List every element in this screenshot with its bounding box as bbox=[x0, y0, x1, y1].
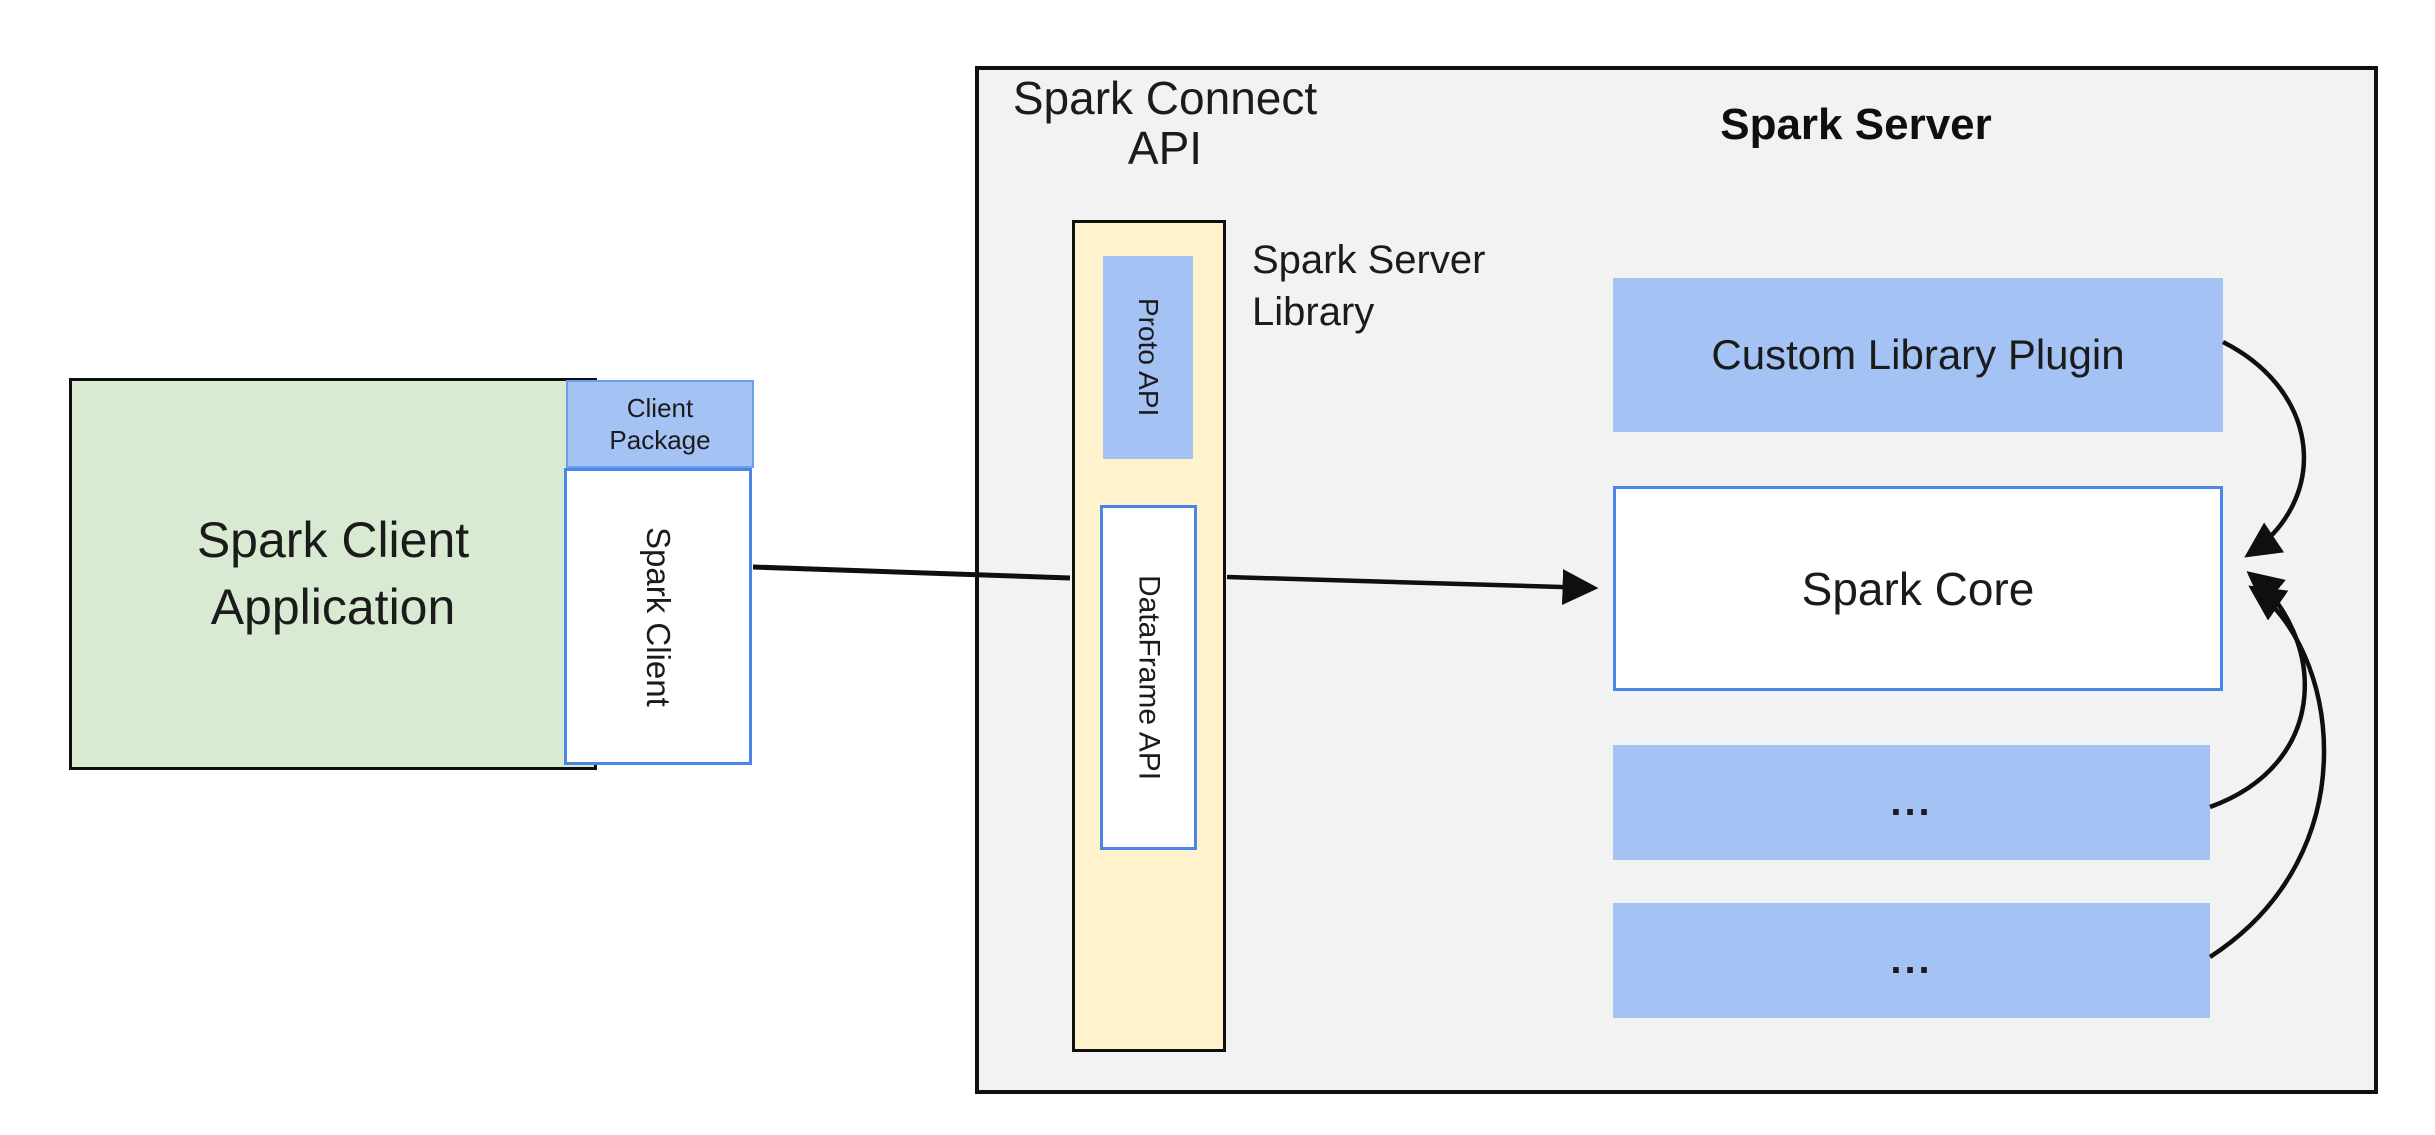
client-app-line2: Application bbox=[210, 579, 456, 635]
spark-client-box: Spark Client bbox=[564, 468, 752, 765]
plugin-slot-1-label: ... bbox=[1890, 780, 1933, 824]
spark-core-label: Spark Core bbox=[1801, 562, 2035, 615]
spark-client-application-label: Spark Client Application bbox=[197, 507, 469, 642]
spark-connect-api-line1: Spark Connect bbox=[1012, 72, 1318, 124]
proto-api-label: Proto API bbox=[1133, 298, 1164, 417]
proto-api-box: Proto API bbox=[1103, 256, 1193, 459]
client-package-box: Client Package bbox=[566, 380, 754, 468]
client-package-label: Client Package bbox=[609, 392, 710, 457]
spark-connect-api-label: Spark Connect API bbox=[1000, 72, 1330, 174]
dataframe-api-box: DataFrame API bbox=[1100, 505, 1197, 850]
dataframe-api-label: DataFrame API bbox=[1132, 574, 1166, 781]
spark-core-box: Spark Core bbox=[1613, 486, 2223, 691]
spark-client-application-box: Spark Client Application bbox=[69, 378, 597, 770]
client-package-line1: Client bbox=[626, 392, 694, 423]
spark-server-title: Spark Server bbox=[1720, 100, 1992, 149]
plugin-slot-box-2: ... bbox=[1613, 903, 2210, 1018]
custom-library-plugin-box: Custom Library Plugin bbox=[1613, 278, 2223, 432]
library-label-line2: Library bbox=[1252, 290, 1375, 334]
plugin-slot-2-label: ... bbox=[1890, 938, 1933, 982]
spark-client-label: Spark Client bbox=[640, 526, 677, 707]
spark-server-library-label: Spark Server Library bbox=[1252, 234, 1582, 338]
spark-connect-api-line2: API bbox=[1127, 121, 1203, 174]
custom-library-plugin-label: Custom Library Plugin bbox=[1711, 331, 2125, 378]
plugin-slot-box-1: ... bbox=[1613, 745, 2210, 860]
library-label-line1: Spark Server bbox=[1252, 238, 1486, 282]
client-app-line1: Spark Client bbox=[196, 511, 470, 568]
client-package-line2: Package bbox=[609, 425, 711, 455]
